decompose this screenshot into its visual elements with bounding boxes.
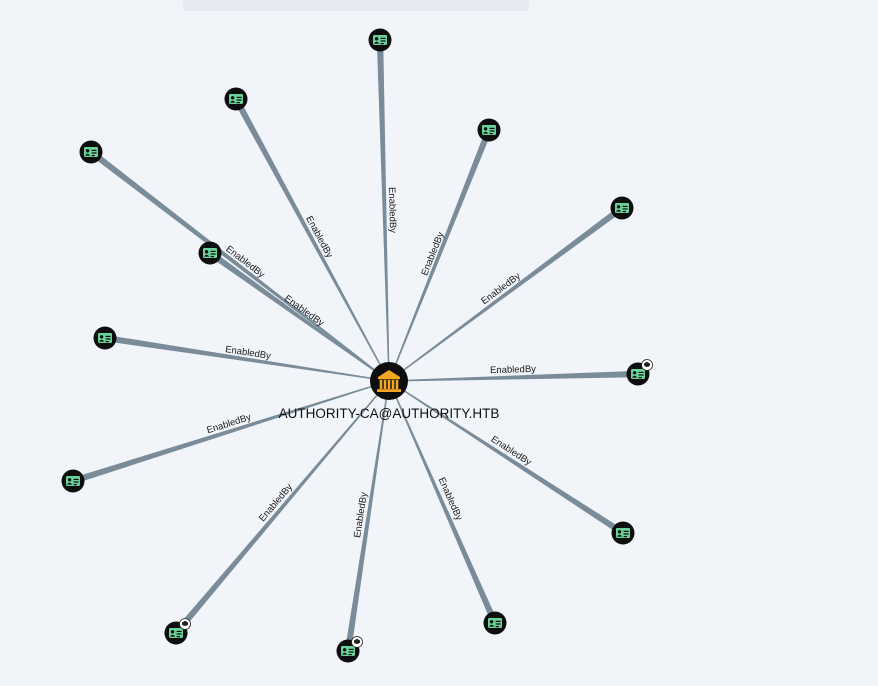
edge-enabledby[interactable] — [233, 97, 390, 382]
cert-template-icon — [373, 35, 387, 45]
cert-template-node[interactable] — [79, 140, 103, 164]
cert-template-icon — [341, 646, 355, 656]
center-node[interactable]: AUTHORITY-CA@AUTHORITY.HTB — [279, 362, 500, 421]
cert-template-icon — [169, 628, 183, 638]
cert-template-node[interactable] — [336, 636, 363, 663]
edge-enabledby[interactable] — [388, 370, 639, 382]
cert-template-node[interactable] — [477, 118, 501, 142]
cert-template-node[interactable] — [93, 326, 117, 350]
cert-template-icon — [615, 203, 629, 213]
edge-enabledby[interactable] — [208, 250, 390, 382]
cert-template-node[interactable] — [626, 359, 653, 386]
cert-template-node[interactable] — [198, 241, 222, 265]
top-toolbar-strip — [183, 0, 529, 11]
edge-label: EnabledBy — [386, 187, 398, 233]
edge-label: EnabledBy — [479, 271, 523, 307]
edge-enabledby[interactable] — [72, 380, 390, 485]
edge-enabledby[interactable] — [89, 149, 390, 382]
edge-enabledby[interactable] — [104, 334, 390, 382]
marker-badge-icon — [179, 618, 191, 630]
enterprise-ca-icon — [377, 370, 401, 392]
marker-badge-icon — [351, 636, 363, 648]
cert-template-node[interactable] — [483, 611, 507, 635]
edge-label: EnabledBy — [257, 482, 295, 524]
cert-template-node[interactable] — [368, 28, 392, 52]
cert-template-icon — [203, 248, 217, 258]
center-node-label: AUTHORITY-CA@AUTHORITY.HTB — [279, 406, 500, 421]
cert-template-icon — [482, 125, 496, 135]
nodes-layer — [61, 28, 653, 663]
cert-template-icon — [229, 94, 243, 104]
edge-enabledby[interactable] — [173, 380, 390, 636]
cert-template-icon — [98, 333, 112, 343]
cert-template-node[interactable] — [610, 196, 634, 220]
edge-enabledby[interactable] — [388, 205, 624, 382]
edge-enabledby[interactable] — [344, 380, 390, 652]
cert-template-icon — [488, 618, 502, 628]
cert-template-node[interactable] — [224, 87, 248, 111]
cert-template-icon — [84, 147, 98, 157]
cert-template-icon — [66, 476, 80, 486]
edge-enabledby[interactable] — [388, 128, 492, 382]
cert-template-node[interactable] — [164, 618, 191, 645]
edge-enabledby[interactable] — [388, 380, 498, 625]
edges-layer — [72, 39, 639, 652]
enterprise-ca-node[interactable] — [370, 362, 408, 400]
cert-template-node[interactable] — [611, 521, 635, 545]
edge-labels-layer: EnabledByEnabledByEnabledByEnabledByEnab… — [205, 187, 536, 539]
cert-template-node[interactable] — [61, 469, 85, 493]
cert-template-icon — [616, 528, 630, 538]
marker-badge-icon — [641, 359, 653, 371]
edge-enabledby[interactable] — [376, 39, 390, 382]
edge-label: EnabledBy — [490, 364, 536, 376]
edge-enabledby[interactable] — [388, 380, 625, 536]
cert-template-icon — [631, 369, 645, 379]
